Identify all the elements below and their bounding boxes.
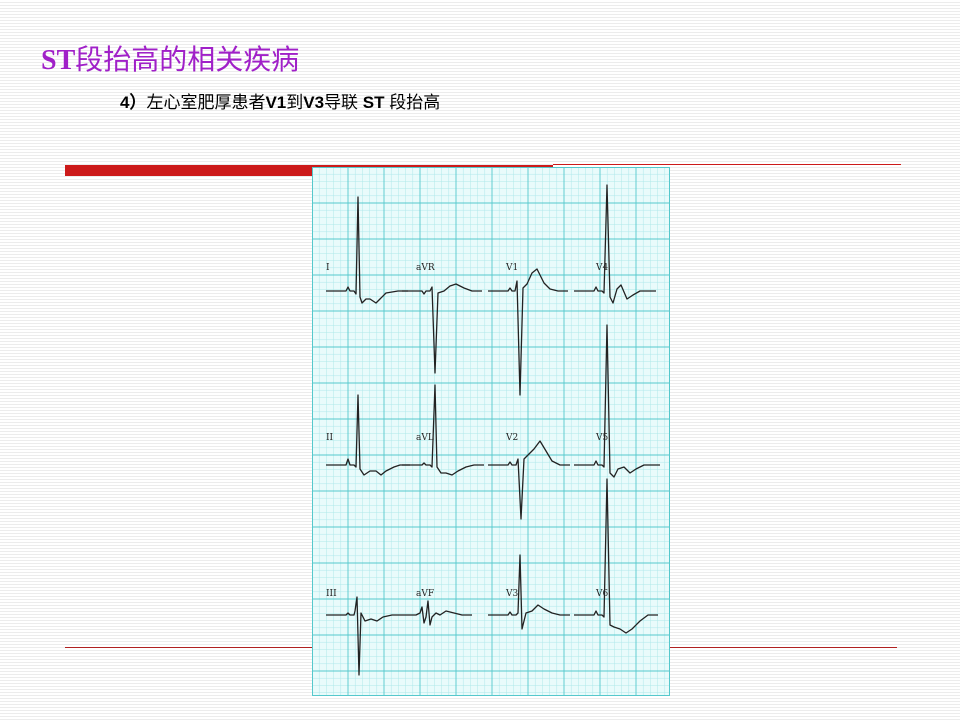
- lead-label-ii: II: [326, 433, 334, 443]
- slide-title-rest: 段抬高的相关疾病: [75, 43, 300, 76]
- subtitle-text-4: 段抬高: [389, 93, 441, 113]
- slide-title-st: ST: [41, 45, 76, 76]
- red-rule-top: [553, 164, 901, 165]
- ecg-trace-v1: [488, 268, 568, 396]
- lead-label-v3: V3: [505, 589, 518, 599]
- ecg-trace-avf: [402, 600, 472, 626]
- ecg-trace-avr: [402, 283, 482, 374]
- lead-label-v5: V5: [595, 433, 608, 443]
- ecg-trace-ii: [326, 394, 410, 476]
- lead-label-i: I: [326, 263, 330, 273]
- subtitle-text-3: 导联: [324, 93, 359, 113]
- lead-label-avr: aVR: [416, 263, 435, 273]
- lead-label-avf: aVF: [416, 589, 434, 599]
- ecg-trace-v6: [574, 478, 658, 634]
- slide-title: ST段抬高的相关疾病: [41, 38, 299, 78]
- subtitle-bold-3: ST: [358, 93, 390, 112]
- ecg-trace-i: [326, 196, 408, 304]
- subtitle-bold-2: V3: [303, 93, 325, 112]
- ecg-trace-avl: [402, 384, 484, 476]
- ecg-traces: [326, 184, 660, 676]
- ecg-trace-v5: [574, 324, 660, 478]
- lead-label-iii: III: [326, 589, 337, 599]
- subtitle-bold-1: V1: [265, 93, 287, 112]
- ecg-trace-v2: [488, 440, 570, 520]
- red-accent-bar: [65, 165, 553, 176]
- lead-label-v4: V4: [595, 263, 608, 273]
- subtitle-number: 4）: [120, 93, 147, 112]
- lead-label-v1: V1: [505, 263, 518, 273]
- ecg-grid-minor: [312, 167, 670, 696]
- subtitle-text-2: 到: [286, 93, 304, 113]
- ecg-grid-major: [312, 167, 670, 696]
- lead-label-v2: V2: [505, 433, 518, 443]
- ecg-trace-iii: [326, 596, 402, 676]
- subtitle-text-1: 左心室肥厚患者: [146, 93, 266, 113]
- lead-label-avl: aVL: [416, 433, 434, 443]
- ecg-trace-v4: [574, 184, 656, 304]
- ecg-trace-v3: [488, 554, 570, 630]
- ecg-border: [312, 167, 670, 696]
- lead-label-v6: V6: [595, 589, 608, 599]
- ecg-paper: [312, 167, 670, 696]
- slide-subtitle: 4）左心室肥厚患者V1到V3导联 ST 段抬高: [120, 88, 440, 113]
